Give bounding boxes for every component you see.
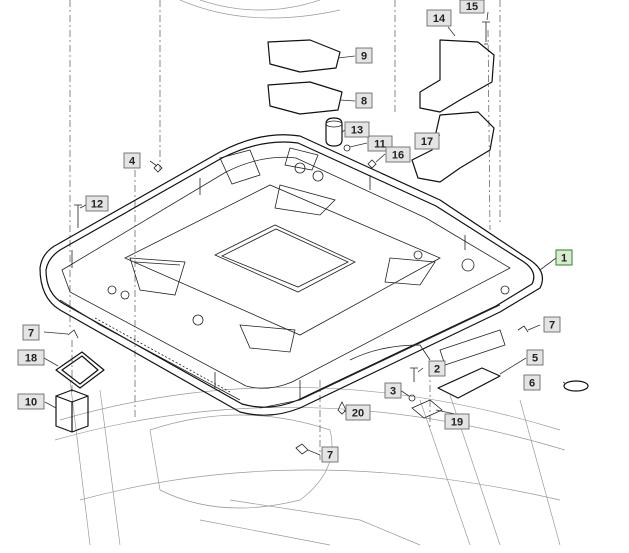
svg-text:7: 7 bbox=[549, 320, 555, 332]
seal-part-9 bbox=[267, 39, 341, 73]
callout-9[interactable]: 9 bbox=[355, 47, 373, 64]
screw-part-15 bbox=[482, 21, 490, 45]
frame-part-18 bbox=[55, 351, 105, 389]
callout-13[interactable]: 13 bbox=[344, 121, 370, 138]
cylinder-part-13 bbox=[325, 117, 343, 147]
callout-7-bottom[interactable]: 7 bbox=[321, 446, 339, 463]
svg-text:17: 17 bbox=[421, 136, 433, 148]
callout-16[interactable]: 16 bbox=[385, 146, 411, 163]
callout-7-left[interactable]: 7 bbox=[22, 324, 40, 341]
callout-3[interactable]: 3 bbox=[384, 382, 402, 399]
svg-text:11: 11 bbox=[374, 139, 386, 151]
callout-14[interactable]: 14 bbox=[426, 9, 452, 27]
callout-5[interactable]: 5 bbox=[526, 349, 544, 366]
callout-17[interactable]: 17 bbox=[414, 132, 440, 150]
svg-text:14: 14 bbox=[433, 13, 446, 25]
svg-text:10: 10 bbox=[25, 397, 37, 409]
svg-text:7: 7 bbox=[327, 450, 333, 462]
svg-text:5: 5 bbox=[532, 353, 538, 365]
svg-text:2: 2 bbox=[434, 364, 440, 376]
callout-18[interactable]: 18 bbox=[17, 349, 45, 366]
callouts: 1 2 3 4 5 6 7 7 7 8 9 10 11 12 13 14 15 … bbox=[17, 0, 573, 463]
callout-19[interactable]: 19 bbox=[444, 413, 470, 430]
panel-part-14 bbox=[419, 39, 495, 113]
svg-text:1: 1 bbox=[561, 253, 567, 265]
assembly-lines bbox=[69, 0, 501, 460]
clip-part-20 bbox=[337, 401, 347, 415]
svg-text:19: 19 bbox=[451, 417, 463, 429]
callout-8[interactable]: 8 bbox=[355, 92, 373, 109]
svg-text:7: 7 bbox=[28, 328, 34, 340]
screw-part-12 bbox=[74, 204, 82, 228]
callout-1[interactable]: 1 bbox=[555, 249, 573, 266]
clip-part-7c bbox=[295, 443, 309, 455]
roof-housing bbox=[39, 134, 543, 416]
callout-2[interactable]: 2 bbox=[428, 360, 446, 377]
svg-text:4: 4 bbox=[129, 156, 136, 168]
svg-text:13: 13 bbox=[351, 125, 363, 137]
bracket-part-19 bbox=[411, 399, 443, 419]
svg-text:6: 6 bbox=[529, 378, 535, 390]
panel-part-17 bbox=[411, 111, 495, 183]
svg-text:16: 16 bbox=[392, 150, 404, 162]
svg-text:18: 18 bbox=[25, 353, 37, 365]
callout-7-right[interactable]: 7 bbox=[543, 316, 561, 333]
callout-12[interactable]: 12 bbox=[85, 195, 109, 212]
callout-10[interactable]: 10 bbox=[17, 393, 45, 410]
leader-lines bbox=[43, 11, 567, 456]
svg-text:12: 12 bbox=[91, 199, 103, 211]
callout-4[interactable]: 4 bbox=[123, 152, 141, 169]
seal-part-8 bbox=[267, 81, 343, 115]
svg-text:15: 15 bbox=[466, 1, 478, 13]
svg-text:3: 3 bbox=[390, 386, 396, 398]
svg-text:8: 8 bbox=[361, 96, 367, 108]
ring-part-6 bbox=[563, 380, 589, 392]
callout-15[interactable]: 15 bbox=[459, 0, 485, 14]
clip-part-7b bbox=[517, 325, 529, 333]
fitting-part-11 bbox=[343, 144, 351, 152]
svg-text:9: 9 bbox=[361, 51, 367, 63]
bolt-part-2 bbox=[410, 367, 418, 382]
callout-6[interactable]: 6 bbox=[523, 374, 541, 391]
clip-part-16 bbox=[367, 159, 377, 169]
clip-part-4 bbox=[153, 163, 163, 173]
svg-text:20: 20 bbox=[352, 408, 364, 420]
plate-part-5 bbox=[437, 367, 501, 399]
cab-frame-ghost bbox=[54, 0, 566, 546]
block-part-10 bbox=[55, 389, 89, 433]
clip-part-7a bbox=[67, 329, 79, 339]
washer-part-3 bbox=[408, 394, 416, 402]
callout-20[interactable]: 20 bbox=[345, 404, 371, 421]
